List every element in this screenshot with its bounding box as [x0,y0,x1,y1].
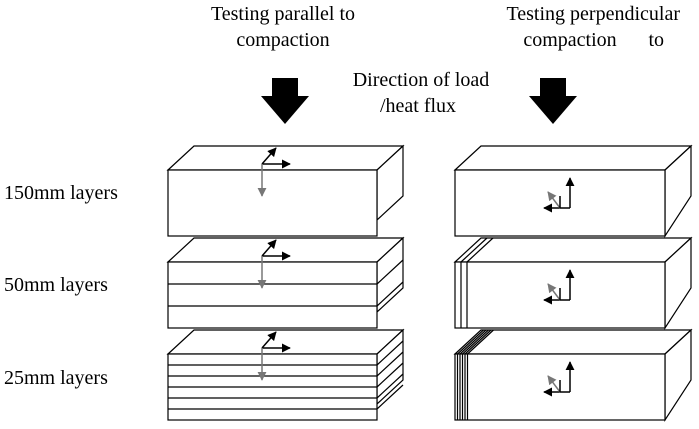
direction-label-line2: /heat flux [380,95,456,117]
layer-line [376,340,404,366]
direction-label-line1: Direction of load [353,69,490,91]
layer-line [376,281,404,307]
heading-perpendicular-line2: to [648,29,664,51]
axis-arrow-icon [547,191,561,209]
layer-line [459,329,487,355]
layer-line [462,329,489,355]
layer-line [464,329,492,355]
block-top-face [166,237,405,263]
block-front-face [167,261,378,329]
block-top-face [453,145,693,171]
axis-arrow-icon [547,375,561,393]
axis-arrow-icon [261,147,277,165]
heading-perpendicular-line1: Testing perpendicular [506,3,680,25]
layer-line [460,237,488,263]
layer-line [376,384,404,410]
block-top-face [166,329,405,355]
axis-arrow-icon [261,239,277,257]
layer-line [467,329,494,355]
layer-line [376,259,404,285]
row-label-150mm: 150mm layers [4,182,118,204]
layer-line [376,351,404,377]
axis-arrow-icon [261,331,277,349]
load-arrow-icon-left [261,78,309,124]
layer-line [376,362,404,388]
heading-parallel-line2: compaction [236,29,329,51]
layer-line [376,373,404,399]
load-arrow-icon-right [529,78,577,124]
layer-line [457,329,484,355]
block-top-face [166,145,405,171]
row-label-50mm: 50mm layers [4,274,108,296]
heading-parallel-line1: Testing parallel to [211,3,355,25]
block-top-face [453,237,693,263]
row-label-25mm: 25mm layers [4,367,108,389]
block-front-face [167,169,378,237]
layer-line [466,237,494,263]
heading-perpendicular-line3: compaction [523,29,616,51]
axis-arrow-icon [547,283,561,301]
